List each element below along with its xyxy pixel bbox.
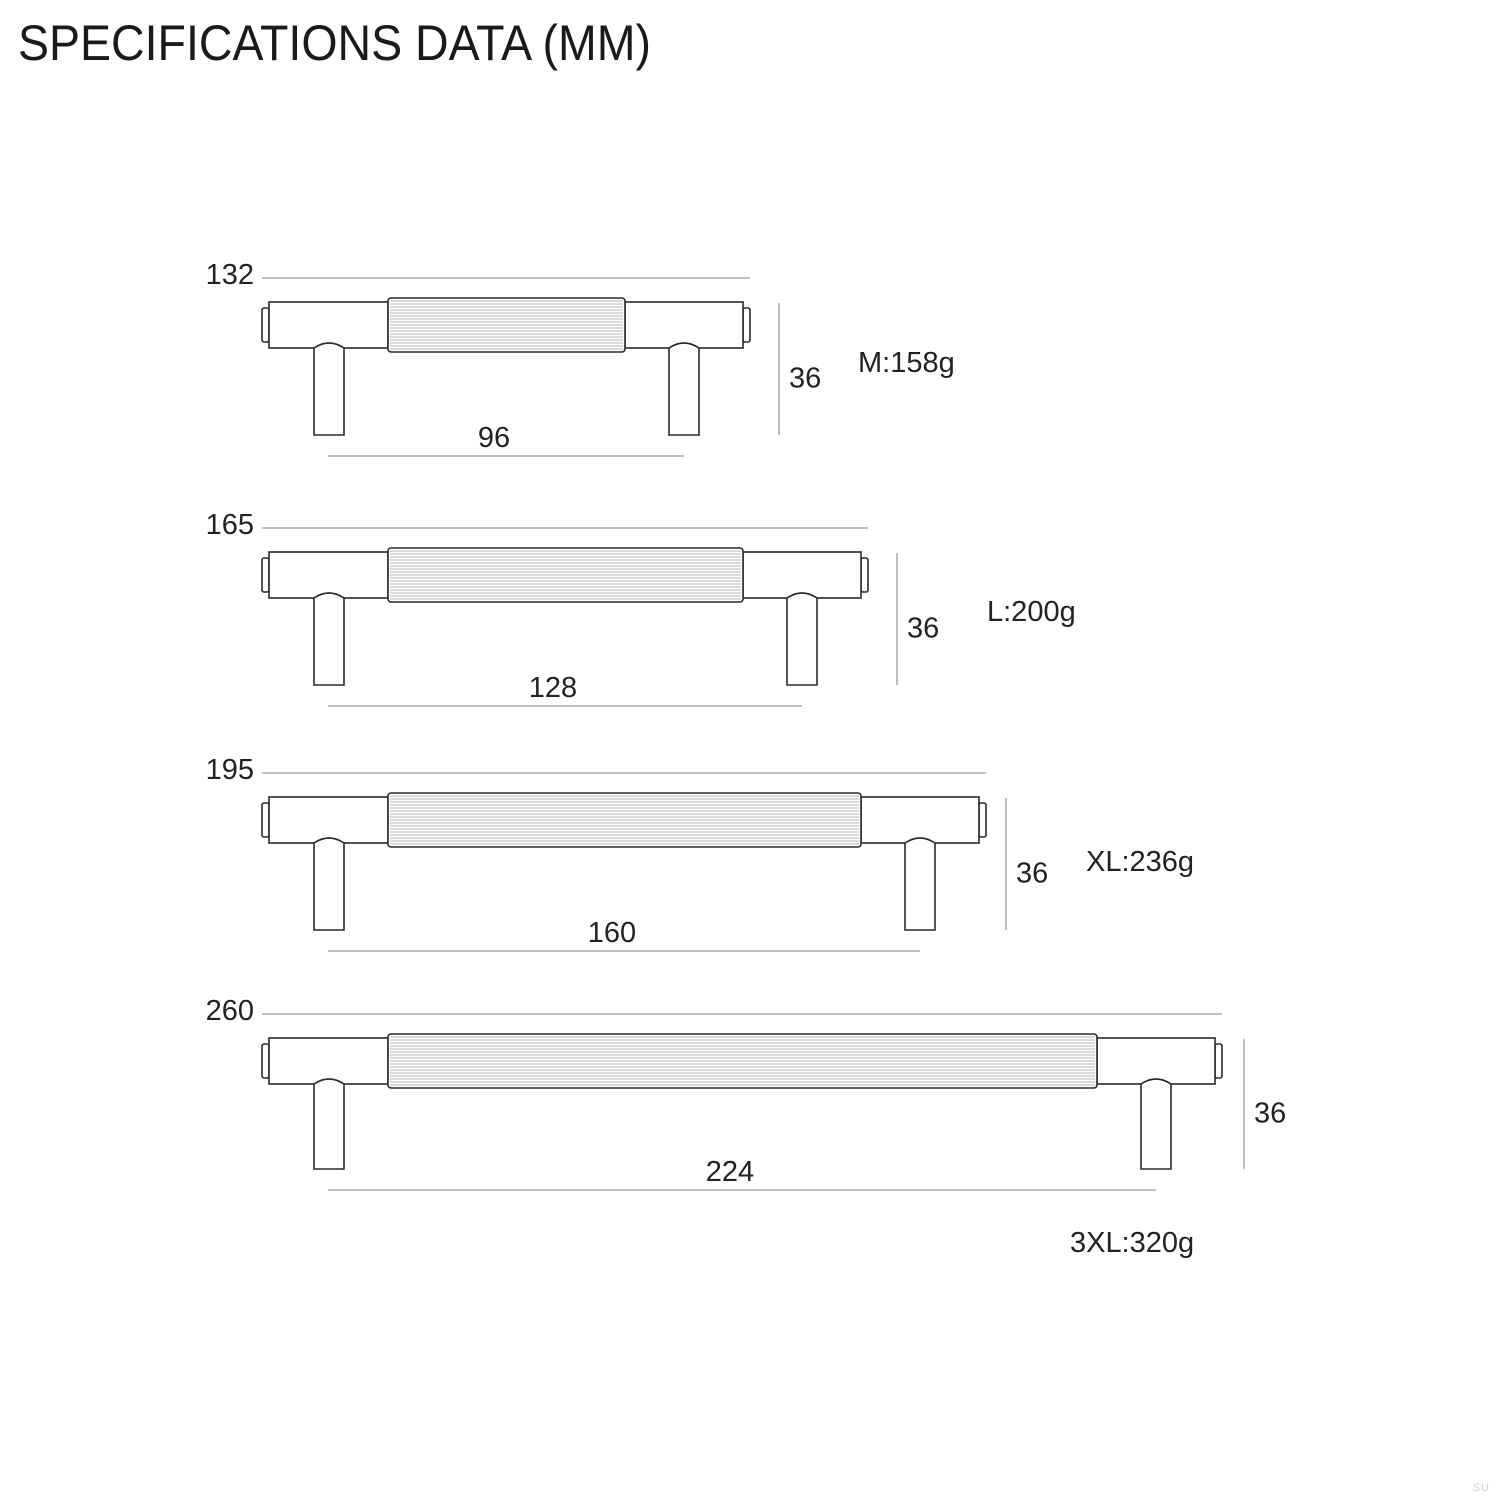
bar-left-segment <box>268 796 389 844</box>
bar-left-segment <box>268 301 389 349</box>
end-cap-right <box>978 802 987 838</box>
leg-right <box>668 342 700 436</box>
hole-spacing-label: 96 <box>478 422 510 454</box>
end-cap-left <box>261 1043 270 1079</box>
overall-length-label: 195 <box>206 754 254 786</box>
leg-left <box>313 592 345 686</box>
leg-right <box>904 837 936 931</box>
overall-length-label: 165 <box>206 509 254 541</box>
leg-right <box>1140 1078 1172 1170</box>
page-title: SPECIFICATIONS DATA (MM) <box>18 15 651 71</box>
leg-left <box>313 1078 345 1170</box>
handle-3xl: 260 224 36 3XL:320g <box>206 995 1287 1259</box>
height-label: 36 <box>1016 858 1048 890</box>
bar-right-segment <box>742 551 862 599</box>
bar-right-segment <box>624 301 744 349</box>
overall-length-label: 132 <box>206 259 254 291</box>
bar-left-segment <box>268 1037 389 1085</box>
height-label: 36 <box>789 363 821 395</box>
bar-left-segment <box>268 551 389 599</box>
hole-spacing-label: 224 <box>706 1156 754 1188</box>
height-label: 36 <box>907 613 939 645</box>
end-cap-left <box>261 802 270 838</box>
handle-xl: 195 160 36 XL:236g <box>206 754 1194 952</box>
bar-right-segment <box>860 796 980 844</box>
end-cap-right <box>860 557 869 593</box>
leg-left <box>313 342 345 436</box>
overall-length-label: 260 <box>206 995 254 1027</box>
leg-left <box>313 837 345 931</box>
leg-right <box>786 592 818 686</box>
hole-spacing-label: 160 <box>588 917 636 949</box>
weight-label: L:200g <box>987 596 1076 628</box>
height-label: 36 <box>1254 1098 1286 1130</box>
bar-right-segment <box>1096 1037 1216 1085</box>
handle-m: 132 96 36 M:158g <box>206 259 955 457</box>
handle-l: 165 128 36 L:200g <box>206 509 1076 707</box>
hole-spacing-label: 128 <box>529 672 577 704</box>
watermark: SU <box>1472 1482 1490 1494</box>
end-cap-left <box>261 307 270 343</box>
end-cap-right <box>742 307 751 343</box>
weight-label: XL:236g <box>1086 846 1194 878</box>
end-cap-right <box>1214 1043 1223 1079</box>
weight-label: M:158g <box>858 347 955 379</box>
end-cap-left <box>261 557 270 593</box>
weight-label: 3XL:320g <box>1070 1227 1194 1259</box>
